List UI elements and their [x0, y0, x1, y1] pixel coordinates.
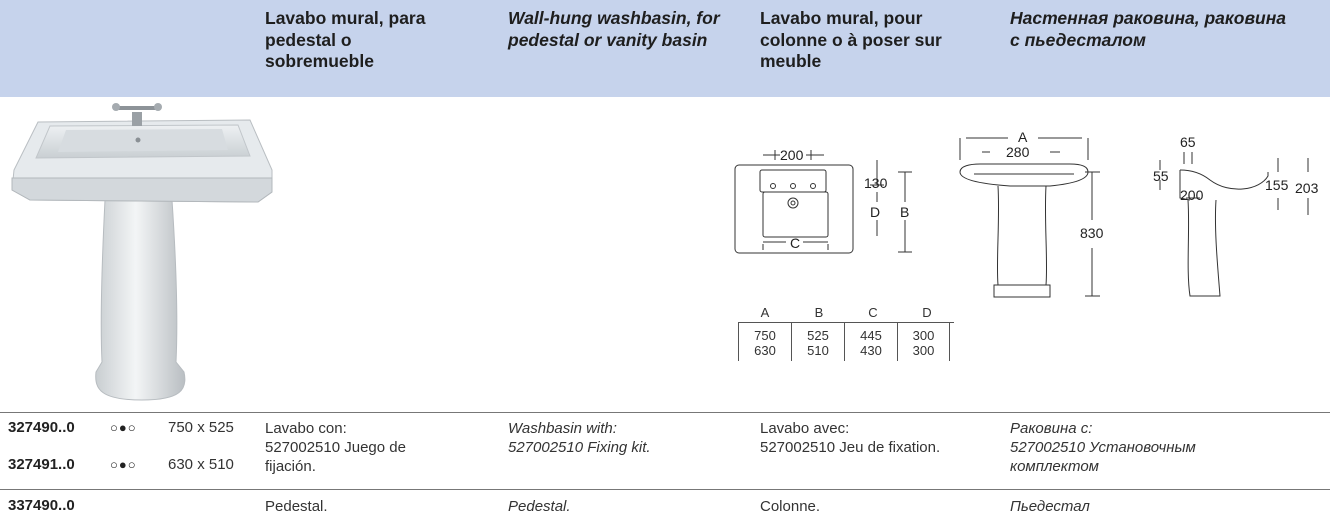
desc-line: 527002510 Установочным [1010, 439, 1196, 456]
desc-line: Lavabo avec: [760, 420, 850, 437]
dim-cell: 445 [860, 328, 882, 343]
header-french: Lavabo mural, pour colonne o à poser sur… [760, 8, 975, 73]
front-dim-130: 130 [864, 175, 888, 191]
dim-cell: 510 [807, 343, 829, 358]
dim-cell: 300 [912, 328, 935, 343]
front-view-drawing [734, 150, 912, 254]
header-english: Wall-hung washbasin, for pedestal or van… [508, 8, 723, 51]
desc-line: 527002510 Jeu de fixation. [760, 439, 941, 456]
front-dim-d: D [870, 204, 880, 220]
pedestal-french: Colonne. [760, 498, 821, 515]
desc-line: 527002510 Fixing kit. [508, 439, 651, 456]
dim-header-c: C [868, 305, 878, 320]
desc-line: Lavabo con: [265, 420, 347, 437]
dim-cell: 630 [754, 343, 776, 358]
header-russian-text: Настенная раковина, раковина с пьедестал… [1010, 8, 1287, 50]
dim-cell: 750 [754, 328, 776, 343]
dim-col-d: 300 300 [897, 323, 950, 361]
dimension-table: A B C D 750 630 525 510 445 430 300 300 [738, 303, 954, 361]
color-dots: ○●○ [110, 457, 137, 472]
desc-line: Раковина с: [1010, 420, 1093, 437]
dim-col-c: 445 430 [844, 323, 897, 361]
header-spanish-text: Lavabo mural, para pedestal o sobremuebl… [265, 8, 426, 71]
dimension-table-header: A B C D [738, 303, 954, 322]
product-code: 337490..0 [8, 497, 75, 514]
dim-col-b: 525 510 [791, 323, 844, 361]
description-french: Lavabo avec: 527002510 Jeu de fixation. [760, 419, 1000, 457]
product-code: 327490..0 [8, 419, 75, 436]
header-english-text: Wall-hung washbasin, for pedestal or van… [508, 8, 720, 50]
section-dim-203: 203 [1295, 180, 1319, 196]
desc-line: fijación. [265, 458, 316, 475]
row-divider [0, 489, 1330, 490]
section-dim-55: 55 [1153, 168, 1169, 184]
product-size: 630 x 510 [168, 456, 234, 473]
desc-line: комплектом [1010, 458, 1099, 475]
section-dim-155: 155 [1265, 177, 1289, 193]
washbasin-photo [11, 103, 273, 401]
pedestal-spanish: Pedestal. [265, 498, 328, 515]
product-size: 750 x 525 [168, 419, 234, 436]
pedestal-russian: Пьедестал [1010, 498, 1090, 515]
dim-header-a: A [760, 305, 770, 320]
side-dim-a: A [1018, 129, 1028, 145]
header-french-text: Lavabo mural, pour colonne o à poser sur… [760, 8, 942, 71]
description-english: Washbasin with: 527002510 Fixing kit. [508, 419, 738, 457]
header-russian: Настенная раковина, раковина с пьедестал… [1010, 8, 1290, 51]
section-dim-200: 200 [1180, 187, 1204, 203]
dim-col-a: 750 630 [738, 323, 791, 361]
front-dim-c: C [790, 235, 800, 251]
dim-header-d: D [922, 305, 932, 320]
pedestal-english: Pedestal. [508, 498, 571, 515]
desc-line: Washbasin with: [508, 420, 617, 437]
section-dim-65: 65 [1180, 134, 1196, 150]
side-view-drawing [959, 137, 1100, 298]
technical-drawings: 200 130 D B C A 280 830 65 55 155 203 20… [734, 129, 1319, 298]
description-russian: Раковина с: 527002510 Установочным компл… [1010, 419, 1290, 476]
row-divider [0, 412, 1330, 413]
color-dots: ○●○ [110, 420, 137, 435]
side-dim-280: 280 [1006, 144, 1030, 160]
dim-cell: 300 [912, 343, 935, 358]
dim-cell: 525 [807, 328, 829, 343]
product-code: 327491..0 [8, 456, 75, 473]
dimension-table-body: 750 630 525 510 445 430 300 300 [738, 322, 954, 361]
header-bar: Lavabo mural, para pedestal o sobremuebl… [0, 0, 1330, 97]
header-spanish: Lavabo mural, para pedestal o sobremuebl… [265, 8, 465, 73]
front-dim-b: B [900, 204, 909, 220]
dim-cell: 430 [860, 343, 882, 358]
section-view-drawing [1159, 152, 1309, 297]
desc-line: 527002510 Juego de [265, 439, 406, 456]
side-dim-830: 830 [1080, 225, 1104, 241]
description-spanish: Lavabo con: 527002510 Juego de fijación. [265, 419, 465, 476]
dim-header-b: B [814, 305, 824, 320]
front-dim-200: 200 [780, 147, 804, 163]
